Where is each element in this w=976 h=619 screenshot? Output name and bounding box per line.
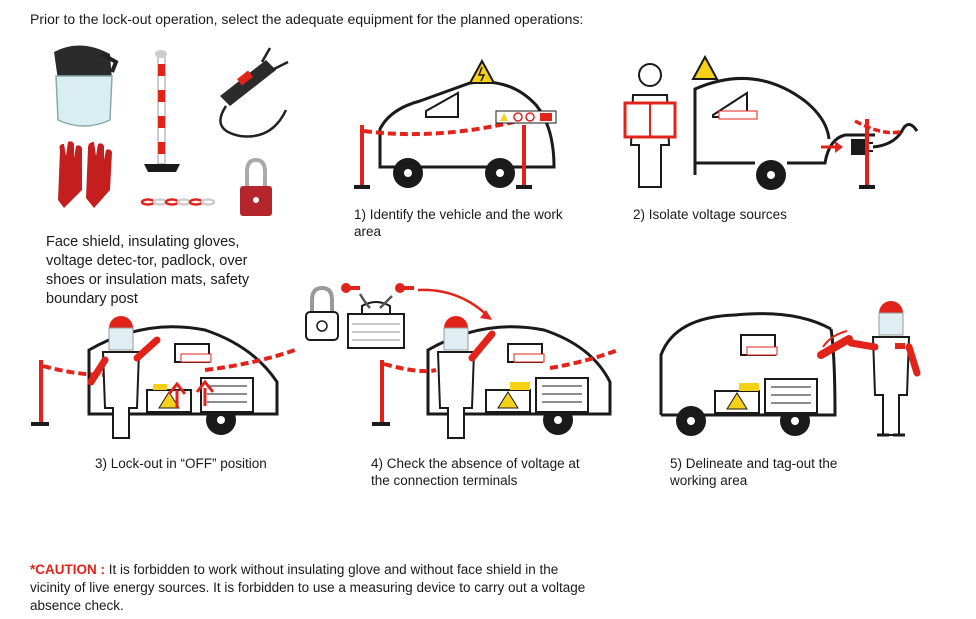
step-4-illustration bbox=[305, 283, 619, 439]
safety-chain-icon bbox=[140, 198, 216, 206]
lockout-box-icon bbox=[347, 301, 405, 349]
caution-note: *CAUTION : It is forbidden to work witho… bbox=[30, 561, 590, 615]
step-2-illustration bbox=[623, 54, 919, 190]
warning-label-icon bbox=[495, 110, 557, 124]
caution-text: It is forbidden to work without insulati… bbox=[30, 562, 586, 613]
step-1-caption: 1) Identify the vehicle and the work are… bbox=[354, 207, 563, 239]
face-shield-icon bbox=[54, 45, 119, 127]
step-3-illustration bbox=[31, 316, 296, 439]
technician-icon bbox=[847, 301, 921, 436]
high-voltage-warning-icon bbox=[691, 54, 719, 80]
step-1-illustration bbox=[354, 58, 557, 189]
plug-icon bbox=[851, 123, 919, 155]
intro-text: Prior to the lock-out operation, select … bbox=[30, 11, 584, 27]
voltage-detector-icon bbox=[219, 47, 289, 138]
equipment-illustration bbox=[54, 45, 289, 216]
technician-icon bbox=[87, 316, 161, 439]
step-5-illustration bbox=[659, 301, 921, 437]
step-2-caption: 2) Isolate voltage sources bbox=[633, 207, 787, 222]
step-4-caption: 4) Check the absence of voltage at the c… bbox=[371, 456, 580, 488]
high-voltage-warning-icon bbox=[468, 58, 496, 84]
boundary-post-icon bbox=[144, 50, 180, 172]
insulating-gloves-icon bbox=[58, 141, 112, 208]
technician-icon bbox=[436, 316, 496, 439]
step-5-caption: 5) Delineate and tag-out the working are… bbox=[670, 456, 838, 488]
caution-label: *CAUTION : bbox=[30, 562, 105, 577]
key-icon bbox=[341, 283, 414, 293]
padlock-icon bbox=[240, 157, 272, 216]
person-icon bbox=[623, 63, 677, 188]
step-3-caption: 3) Lock-out in “OFF” position bbox=[95, 456, 267, 471]
equipment-description: Face shield, insulating gloves, voltage … bbox=[46, 234, 250, 307]
padlock-icon bbox=[305, 285, 339, 341]
